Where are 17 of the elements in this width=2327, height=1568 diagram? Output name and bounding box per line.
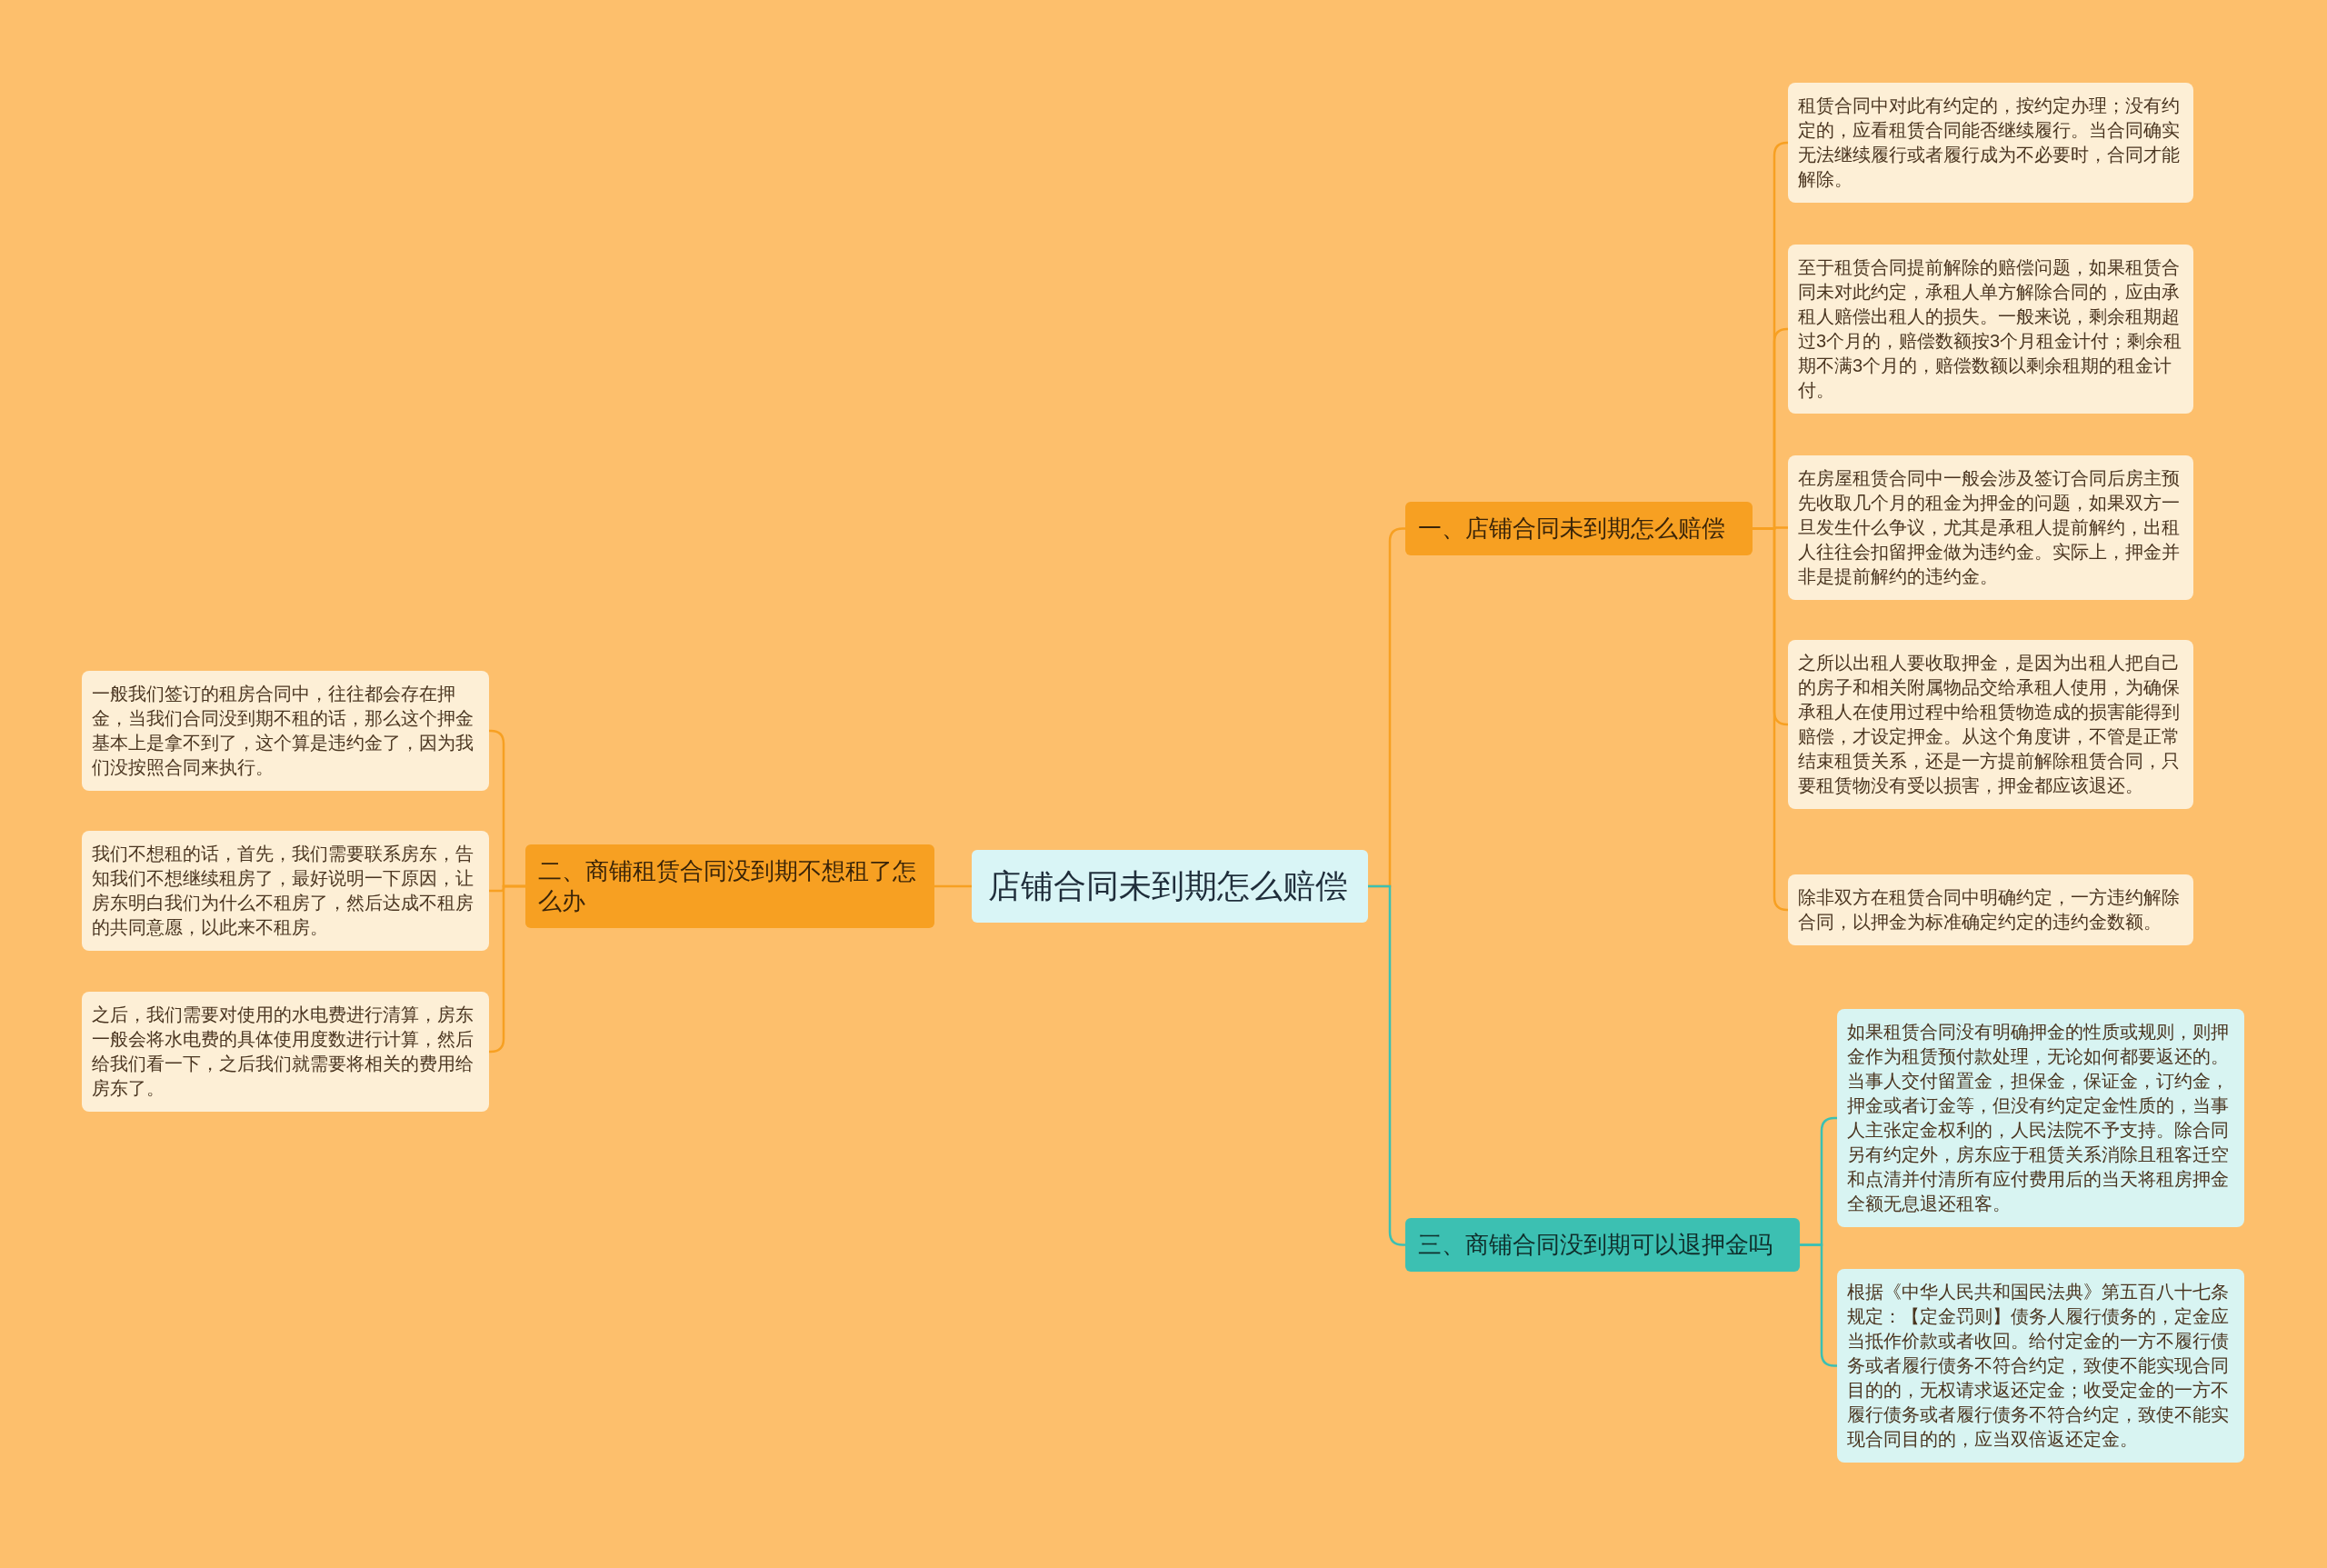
branch-topic: 三、商铺合同没到期可以退押金吗 (1405, 1218, 1800, 1272)
detail-card: 至于租赁合同提前解除的赔偿问题，如果租赁合同未对此约定，承租人单方解除合同的，应由承租人赔偿出租人的损失。一般来说，剩余租期超过3个月的，赔偿数额按3个月租金计付；剩余租期不满3个月的，赔偿数额以剩余租期的租金计付。 (1788, 245, 2193, 414)
detail-card: 一般我们签订的租房合同中，往往都会存在押金，当我们合同没到期不租的话，那么这个押金基本上是拿不到了，这个算是违约金了，因为我们没按照合同来执行。 (82, 671, 489, 791)
detail-card: 根据《中华人民共和国民法典》第五百八十七条规定：【定金罚则】债务人履行债务的，定金应当抵作价款或者收回。给付定金的一方不履行债务或者履行债务不符合约定，致使不能实现合同目的的，无权请求返还定金；收受定金的一方不履行债务或者履行债务不符合约定，致使不能实现合同目的的，应当双倍返还定金。 (1837, 1269, 2244, 1463)
detail-card: 除非双方在租赁合同中明确约定，一方违约解除合同，以押金为标准确定约定的违约金数额。 (1788, 874, 2193, 945)
connector-line (934, 884, 972, 888)
branch-topic: 二、商铺租赁合同没到期不想租了怎么办 (525, 844, 934, 928)
connector-line (489, 884, 525, 1054)
detail-card: 在房屋租赁合同中一般会涉及签订合同后房主预先收取几个月的租金为押金的问题，如果双方一旦发生什么争议，尤其是承租人提前解约，出租人往往会扣留押金做为违约金。实际上，押金并非是提前解约的违约金。 (1788, 455, 2193, 600)
detail-card: 我们不想租的话，首先，我们需要联系房东，告知我们不想继续租房了，最好说明一下原因，让房东明白我们为什么不租房了，然后达成不租房的共同意愿，以此来不租房。 (82, 831, 489, 951)
central-topic: 店铺合同未到期怎么赔偿 (972, 850, 1368, 923)
detail-card: 之所以出租人要收取押金，是因为出租人把自己的房子和相关附属物品交给承租人使用，为确保承租人在使用过程中给租赁物造成的损害能得到赔偿，才设定押金。从这个角度讲，不管是正常结束租赁关系，还是一方提前解除租赁合同，只要租赁物没有受以损害，押金都应该退还。 (1788, 640, 2193, 809)
connector-line (1753, 527, 1789, 912)
detail-card: 之后，我们需要对使用的水电费进行清算，房东一般会将水电费的具体使用度数进行计算，然后给我们看一下，之后我们就需要将相关的费用给房东了。 (82, 992, 489, 1112)
branch-topic: 一、店铺合同未到期怎么赔偿 (1405, 502, 1753, 555)
detail-card: 如果租赁合同没有明确押金的性质或规则，则押金作为租赁预付款处理，无论如何都要返还的。当事人交付留置金，担保金，保证金，订约金，押金或者订金等，但没有约定定金性质的，当事人主张定金权利的，人民法院不予支持。除合同另有约定外，房东应于租赁关系消除且租客迁空和点清并付清所有应付费用后的当天将租房押金全额无息退还租客。 (1837, 1009, 2244, 1227)
detail-card: 租赁合同中对此有约定的，按约定办理；没有约定的，应看租赁合同能否继续履行。当合同确实无法继续履行或者履行成为不必要时，合同才能解除。 (1788, 83, 2193, 203)
